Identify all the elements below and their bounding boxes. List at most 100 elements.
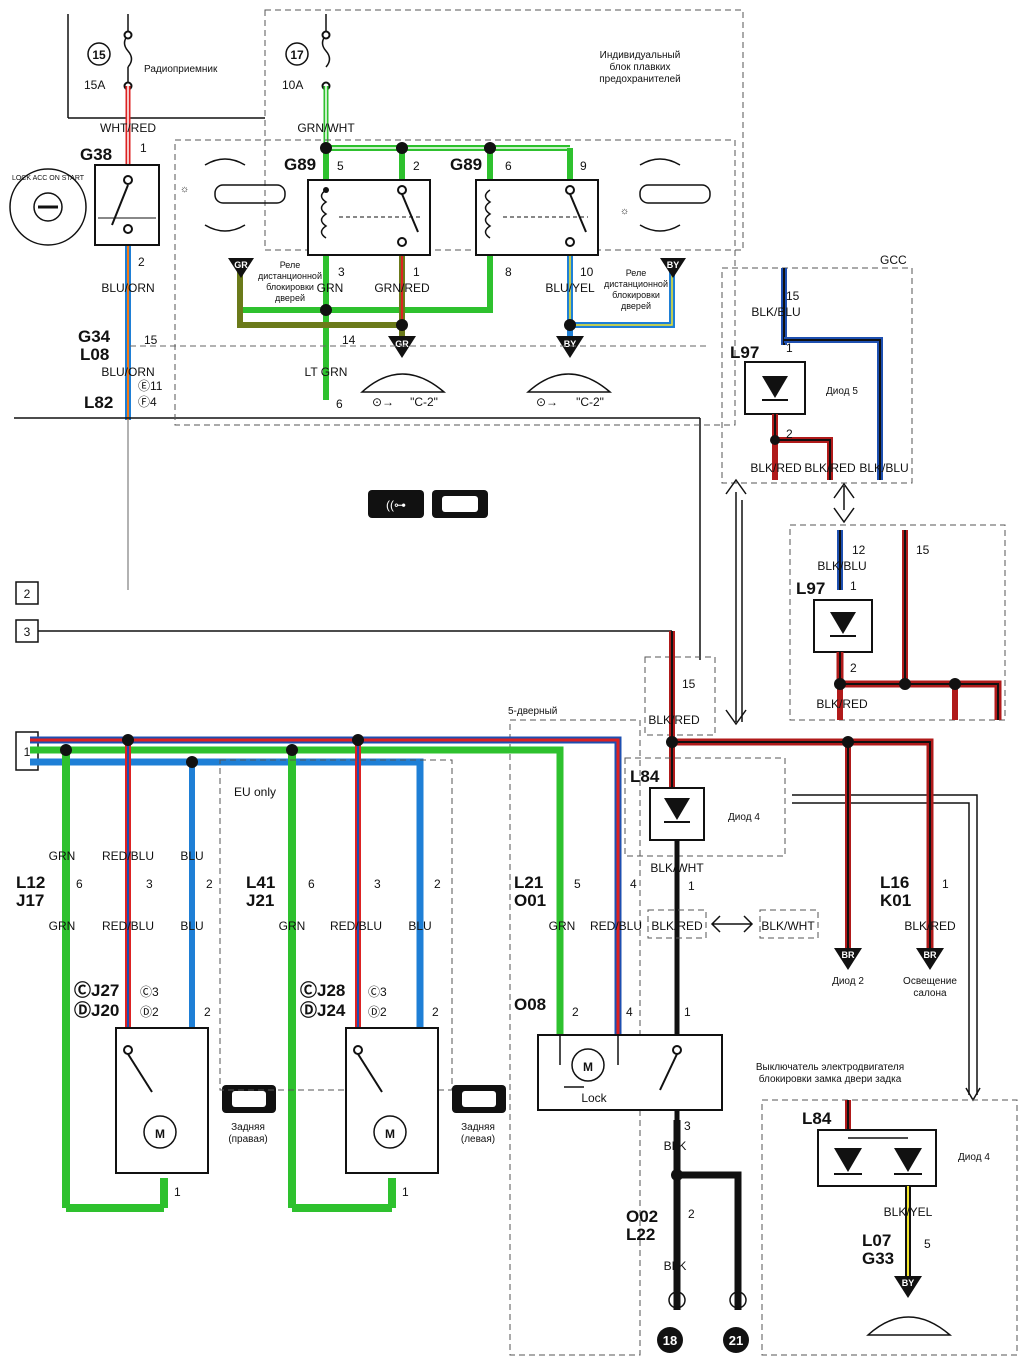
connector-l97-top: L97 [730, 343, 759, 362]
rear-left-line-1: Задняя [461, 1122, 495, 1133]
wire-blk-yel: BLK/YEL [884, 1205, 933, 1219]
remote-unlock-icon: ☼ [620, 158, 711, 232]
lock-motor-symbol: M [583, 1060, 593, 1074]
wire-blu-orn: BLU/ORN [101, 281, 154, 295]
wire-wht-red: WHT/RED [100, 121, 156, 135]
connector-j24: ⒹJ24 [300, 1000, 346, 1020]
svg-text:((⊶: ((⊶ [386, 498, 406, 512]
wire-blk-red-gcc1: BLK/RED [750, 461, 802, 475]
fuse-15-name: Радиоприемник [144, 64, 218, 75]
keyless-entry-icon: ((⊶ [368, 490, 424, 518]
svg-text:2: 2 [688, 1207, 695, 1221]
connector-o01: O01 [514, 891, 546, 910]
svg-text:14: 14 [342, 333, 356, 347]
wire-blu-rl: BLU [408, 919, 431, 933]
tab-3: 3 [24, 625, 31, 639]
connector-k01: K01 [880, 891, 911, 910]
svg-text:1: 1 [140, 141, 147, 155]
connector-l97-bottom: L97 [796, 579, 825, 598]
cabin-light-line-1: Освещение [903, 976, 957, 987]
svg-text:1: 1 [786, 341, 793, 355]
svg-text:15: 15 [916, 543, 930, 557]
wire-blu-rr-2: BLU [180, 919, 203, 933]
svg-text:2: 2 [206, 877, 213, 891]
relay-left-line-1: Реле [280, 260, 301, 270]
connector-o02: O02 [626, 1207, 658, 1226]
wire-blk-blu: BLK/BLU [751, 305, 800, 319]
diode-4-label-bottom: Диод 4 [958, 1152, 990, 1163]
meter-cluster-icon: ⊙→ "C-2" [526, 373, 613, 409]
connector-l82: L82 [84, 393, 113, 412]
l97-block: 12 15 BLK/BLU L97 1 2 BLK/RED [789, 524, 1006, 721]
connector-j17: J17 [16, 891, 44, 910]
rear-left-line-2: (левая) [461, 1134, 495, 1145]
connector-g33: G33 [862, 1249, 894, 1268]
wire-grn-o08: GRN [549, 919, 576, 933]
svg-text:GR: GR [234, 260, 248, 270]
meter-cluster-icon: ⊙→ "C-2" [360, 373, 447, 409]
svg-text:6: 6 [308, 877, 315, 891]
diode-4-label-top: Диод 4 [728, 812, 760, 823]
svg-text:6: 6 [76, 877, 83, 891]
fuse-block-line-2: блок плавких [609, 61, 670, 73]
diode-5-label: Диод 5 [826, 386, 858, 397]
connector-l41: L41 [246, 873, 275, 892]
wire-red-blu-rr: RED/BLU [102, 849, 154, 863]
wire-blk-blu-l97: BLK/BLU [817, 559, 866, 573]
svg-text:2: 2 [138, 255, 145, 269]
switch-line-2: блокировки замка двери задка [759, 1073, 902, 1085]
cabin-light-line-2: салона [913, 988, 947, 999]
pin-c3-rr: Ⓒ3 [140, 985, 159, 999]
svg-text:5: 5 [574, 877, 581, 891]
svg-text:12: 12 [852, 543, 866, 557]
svg-text:2: 2 [432, 1005, 439, 1019]
five-door-label: 5-дверный [508, 706, 557, 717]
fuse-17-amp: 10A [282, 78, 303, 92]
rear-right-line-2: (правая) [228, 1134, 267, 1145]
tab-1: 1 [24, 745, 31, 759]
svg-text:2: 2 [434, 877, 441, 891]
badge-by-meter: BY [556, 336, 584, 358]
svg-text:1: 1 [413, 265, 420, 279]
svg-text:⊙→: ⊙→ [372, 395, 394, 409]
wire-grn-rr: GRN [49, 849, 76, 863]
ignition-positions: LOCK ACC ON START [12, 175, 85, 182]
fuse-block-line-3: предохранителей [599, 74, 681, 85]
rear-right-actuator: GRN RED/BLU BLU L12 J17 6 3 2 GRN RED/BL… [16, 734, 276, 1212]
wire-blk-wht: BLK/WHT [650, 861, 704, 875]
svg-text:1: 1 [942, 877, 949, 891]
relay-left-line-3: блокировки [266, 282, 314, 292]
relay-right: G89 Реле дистанционной блокировки дверей [450, 155, 668, 311]
fuse-15-number: 15 [92, 48, 106, 62]
hollow-arrows [725, 478, 981, 1102]
connector-l08: L08 [80, 345, 109, 364]
connector-o08: O08 [514, 995, 546, 1014]
top-pins: 1 2 5 2 6 9 3 1 8 10 15 14 6 [138, 141, 594, 411]
fuse-block-line-1: Индивидуальный [600, 50, 681, 61]
connector-g89-left: G89 [284, 155, 316, 174]
relay-right-line-4: дверей [621, 301, 651, 311]
svg-text:10: 10 [580, 265, 594, 279]
gcc-label: GCC [880, 253, 907, 267]
wire-blk-2: BLK [664, 1259, 687, 1273]
badge-br-2: BR [924, 950, 937, 960]
switch-line-1: Выключатель электродвигателя [756, 1062, 904, 1073]
wire-blk-blu-gcc: BLK/BLU [859, 461, 908, 475]
tailgate-actuator: 5-дверный L21 O01 5 4 GRN RED/BLU O08 2 … [30, 706, 749, 1356]
top-wires: WHT/RED BLU/ORN BLU/ORN GRN/WHT GR [100, 86, 675, 590]
svg-text:15: 15 [144, 333, 158, 347]
svg-text:BY: BY [667, 260, 680, 270]
connector-l22: L22 [626, 1225, 655, 1244]
wire-red-blu-rr-2: RED/BLU [102, 919, 154, 933]
wire-grn-rl: GRN [279, 919, 306, 933]
meter-ref-right: "C-2" [576, 395, 604, 409]
svg-text:2: 2 [786, 427, 793, 441]
svg-text:⊙→: ⊙→ [536, 395, 558, 409]
wire-grn: GRN [317, 281, 344, 295]
connector-l16: L16 [880, 873, 909, 892]
ground-18: 18 [663, 1333, 677, 1348]
remote-lock-icon: ☼ [180, 158, 286, 232]
connector-j28: ⒸJ28 [300, 980, 345, 1000]
